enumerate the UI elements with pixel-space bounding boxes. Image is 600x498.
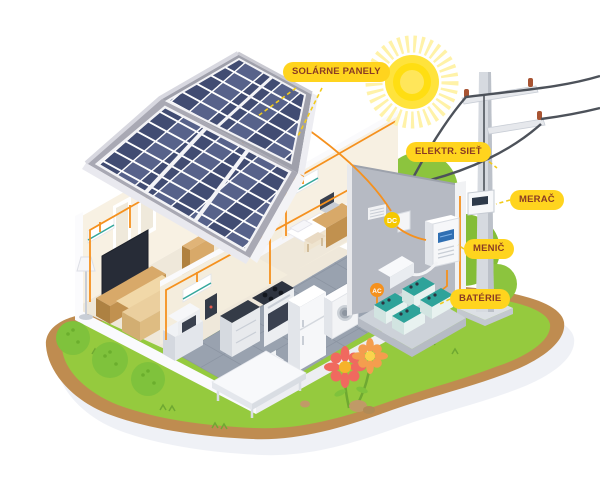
stove <box>252 281 294 347</box>
battery <box>374 293 407 324</box>
bedroom-wall-top <box>282 110 398 182</box>
tv-cabinet <box>96 266 166 306</box>
roof-eave-band <box>82 163 250 264</box>
wall-panel <box>397 210 411 233</box>
wall-corner-left <box>347 164 352 316</box>
solar-roof <box>82 51 318 264</box>
panel-separator-back <box>216 75 274 128</box>
bargeboard <box>84 51 239 165</box>
label-meter: MERAČ <box>510 190 564 210</box>
bush <box>56 321 90 355</box>
roof-cut-band <box>250 173 305 263</box>
bush <box>92 342 128 378</box>
label-grid: ELEKTR. SIEŤ <box>406 142 491 162</box>
bushes <box>56 321 165 396</box>
pole-pad <box>457 308 513 326</box>
label-connectors <box>257 87 511 306</box>
bedroom-wall <box>282 116 398 240</box>
bedroom <box>252 110 406 275</box>
fridge <box>288 285 327 370</box>
rocks <box>300 400 375 414</box>
ac-badge-text: AC <box>372 288 382 295</box>
base-plinth-left <box>75 308 256 414</box>
label-inverter: MENIČ <box>464 239 514 259</box>
label-batteries: BATÉRIE <box>450 289 511 309</box>
dc-badge-text: DC <box>387 218 397 225</box>
counter-cabinet <box>220 300 260 357</box>
end-wall-face <box>350 165 455 315</box>
flower <box>352 338 388 374</box>
electric-meter <box>467 189 495 216</box>
air-conditioner-kitchen <box>182 273 212 303</box>
flowers <box>300 338 388 414</box>
cross-arm <box>486 118 546 135</box>
flower <box>324 346 366 388</box>
house-cutaway: DC AC <box>75 51 466 418</box>
battery <box>402 277 435 308</box>
coffee-maker <box>205 293 217 320</box>
insulators <box>464 78 542 120</box>
leaf <box>356 386 368 394</box>
inverter-unit <box>425 215 460 268</box>
ac-badge: AC <box>370 283 384 297</box>
end-wall: DC AC <box>305 127 466 316</box>
bush <box>131 362 165 396</box>
sun <box>365 35 459 129</box>
wall-vent <box>368 204 386 220</box>
battery-pad-side <box>358 318 466 357</box>
panel-separators <box>144 126 250 223</box>
battery-bank <box>358 277 466 357</box>
leaf <box>334 389 346 397</box>
roof-cut-band-back <box>298 93 318 176</box>
label-solar-panels: SOLÁRNE PANELY <box>283 62 390 82</box>
microwave <box>168 303 200 336</box>
dc-badge: DC <box>384 212 400 228</box>
battery <box>392 304 425 335</box>
roof-top-edge <box>237 51 313 95</box>
dining-table <box>211 350 307 418</box>
stool <box>304 232 326 252</box>
charge-controller <box>378 256 414 289</box>
